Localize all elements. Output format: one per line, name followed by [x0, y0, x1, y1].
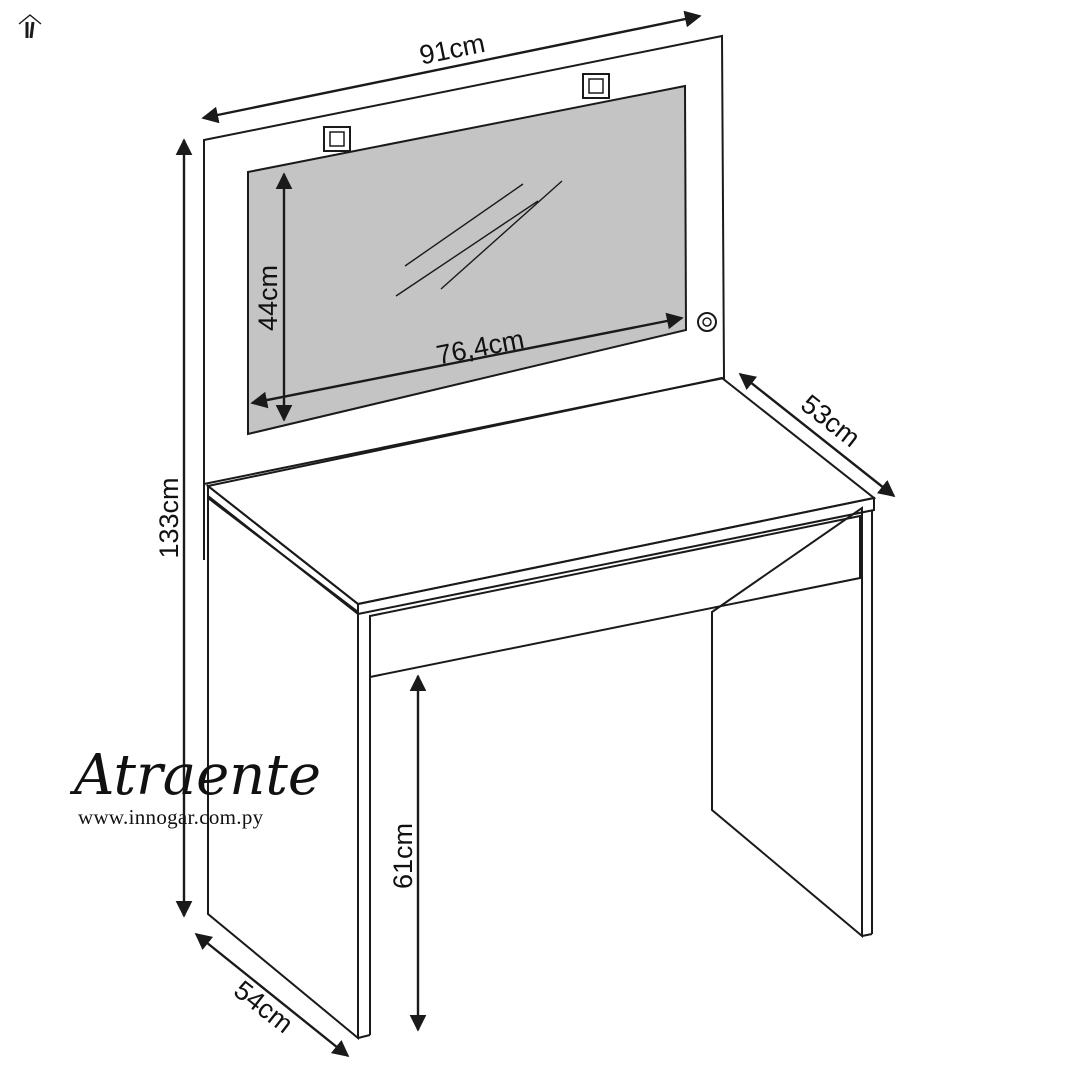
depth-left-arrow [194, 932, 350, 1058]
house-logo-icon [18, 14, 42, 39]
width-top-arrow [201, 10, 702, 124]
square-clip-icon [582, 73, 610, 99]
depth-left-label: 54cm [228, 975, 299, 1039]
brand-name: Atraente [69, 743, 321, 808]
desk-body [205, 376, 877, 1041]
mirror-width-arrow [250, 312, 684, 409]
mirror [247, 84, 688, 436]
leg-height-label: 61cm [388, 823, 418, 889]
total-height-label: 133cm [154, 477, 184, 558]
mirror-height-label: 44cm [253, 265, 283, 331]
width-top-label: 91cm [417, 28, 488, 71]
brand-url: www.innogar.com.py [78, 805, 264, 829]
square-clip-icon [323, 126, 351, 152]
depth-right-arrow [738, 372, 896, 498]
round-knob-icon [697, 312, 717, 332]
dimension-arrows [175, 10, 896, 1058]
